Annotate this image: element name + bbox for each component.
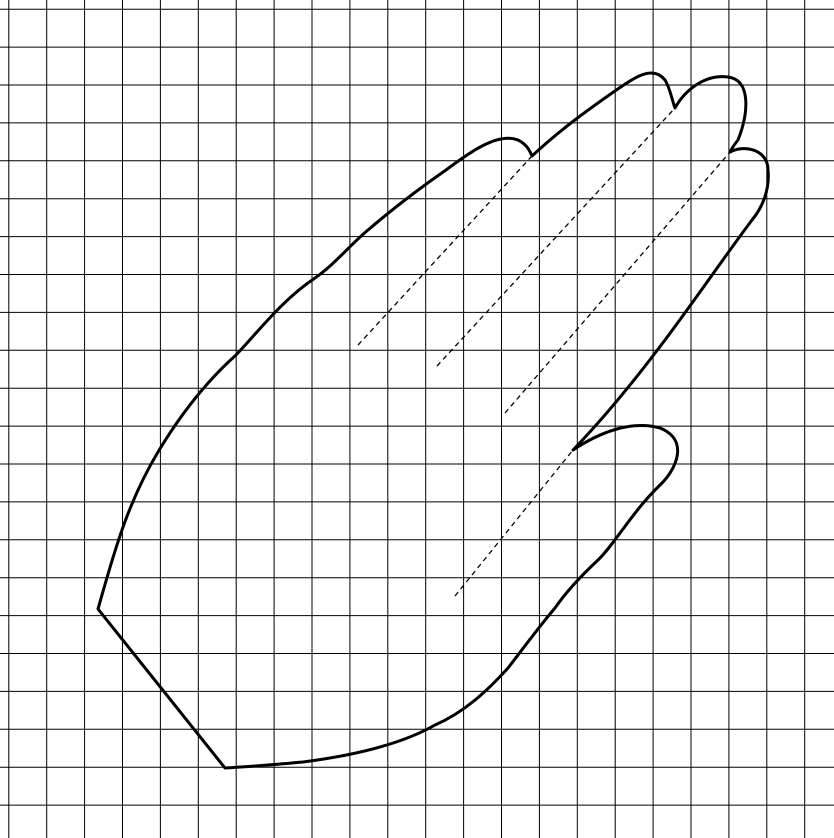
hand-on-grid-diagram xyxy=(0,0,834,838)
background xyxy=(0,0,834,838)
